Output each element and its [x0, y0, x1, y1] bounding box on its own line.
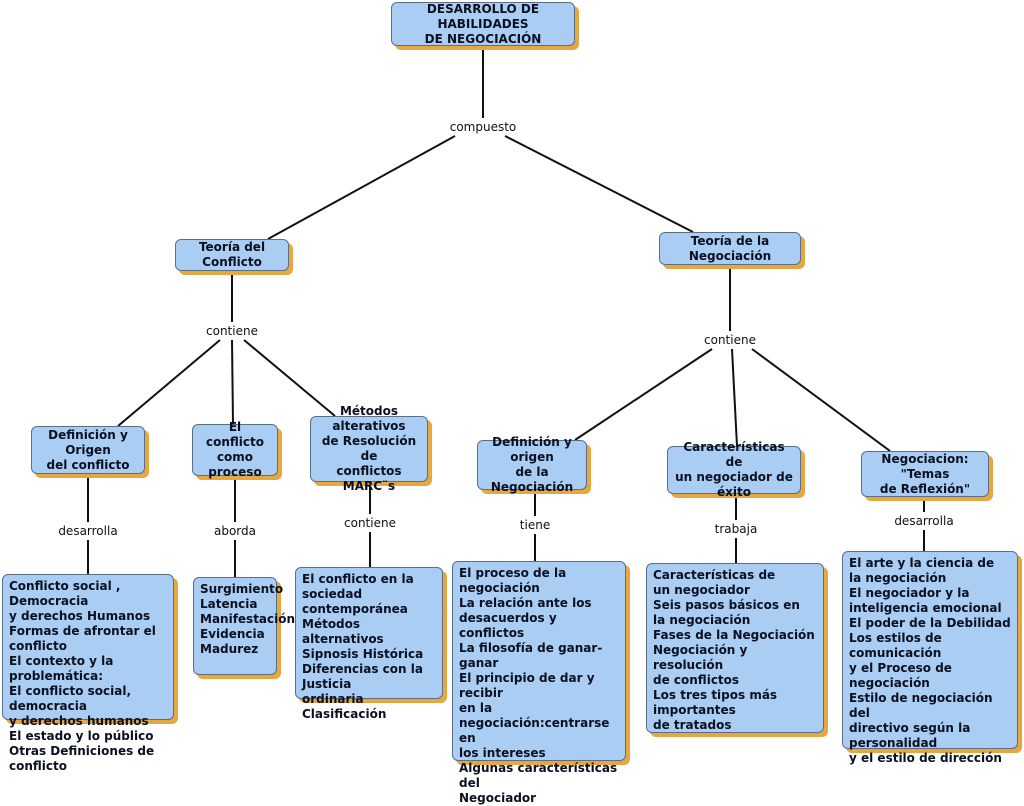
- topic-definicion-origen-negociacion-label: Definición y origen de la Negociación: [490, 435, 574, 494]
- topic-metodos-marcs-label: Métodos alterativos de Resolución de con…: [321, 404, 417, 493]
- branch-teoria-negociacion[interactable]: Teoría de la Negociación: [659, 232, 801, 265]
- topic-caracteristicas-negociador-label: Características de un negociador de éxit…: [675, 440, 793, 499]
- topic-definicion-origen-negociacion[interactable]: Definición y origen de la Negociación: [477, 435, 587, 494]
- detail-conflicto-proceso[interactable]: Surgimiento Latencia Manifestación Evide…: [193, 577, 295, 675]
- topic-metodos-marcs[interactable]: Métodos alterativos de Resolución de con…: [310, 404, 428, 493]
- link-label-desarrolla-origen: desarrolla: [56, 524, 120, 538]
- topic-temas-reflexion[interactable]: Negociacion: "Temas de Reflexión": [861, 451, 989, 497]
- branch-teoria-conflicto-label: Teoría del Conflicto: [198, 240, 266, 269]
- detail-metodos-marcs[interactable]: El conflicto en la sociedad contemporáne…: [295, 567, 443, 721]
- connector-lines: [87, 47, 925, 577]
- topic-caracteristicas-negociador[interactable]: Características de un negociador de éxit…: [667, 440, 801, 499]
- link-label-contiene-conflicto: contiene: [204, 324, 260, 338]
- topic-temas-reflexion-label: Negociacion: "Temas de Reflexión": [879, 451, 971, 496]
- detail-caracteristicas-negociador-text: Características de un negociador Seis pa…: [653, 568, 815, 732]
- detail-definicion-origen-conflicto-text: Conflicto social , Democracia y derechos…: [9, 579, 156, 773]
- topic-definicion-origen-conflicto-label: Definición y Origen del conflicto: [46, 427, 130, 472]
- detail-definicion-origen-negociacion[interactable]: El proceso de la negociación La relación…: [452, 561, 626, 805]
- detail-definicion-origen-negociacion-text: El proceso de la negociación La relación…: [459, 566, 618, 805]
- link-label-compuesto: compuesto: [447, 120, 519, 134]
- link-label-contiene-negociacion: contiene: [702, 333, 758, 347]
- detail-temas-reflexion-text: El arte y la ciencia de la negociación E…: [849, 556, 1011, 765]
- link-label-desarrolla-temas: desarrolla: [892, 514, 956, 528]
- topic-conflicto-proceso-label: El conflicto como proceso: [205, 420, 264, 479]
- topic-definicion-origen-conflicto[interactable]: Definición y Origen del conflicto: [31, 426, 145, 474]
- link-label-trabaja: trabaja: [712, 522, 760, 536]
- link-label-contiene-marcs: contiene: [342, 516, 398, 530]
- detail-caracteristicas-negociador[interactable]: Características de un negociador Seis pa…: [646, 563, 824, 733]
- link-label-aborda: aborda: [211, 524, 259, 538]
- detail-temas-reflexion[interactable]: El arte y la ciencia de la negociación E…: [842, 551, 1018, 765]
- link-label-tiene: tiene: [517, 518, 553, 532]
- detail-definicion-origen-conflicto[interactable]: Conflicto social , Democracia y derechos…: [2, 574, 174, 773]
- detail-conflicto-proceso-text: Surgimiento Latencia Manifestación Evide…: [200, 582, 296, 656]
- root-node-label: DESARROLLO DE HABILIDADES DE NEGOCIACIÓN: [424, 1, 542, 46]
- topic-conflicto-proceso[interactable]: El conflicto como proceso: [192, 420, 278, 479]
- detail-metodos-marcs-text: El conflicto en la sociedad contemporáne…: [302, 572, 424, 721]
- branch-teoria-conflicto[interactable]: Teoría del Conflicto: [175, 239, 289, 271]
- branch-teoria-negociacion-label: Teoría de la Negociación: [688, 233, 772, 263]
- root-node[interactable]: DESARROLLO DE HABILIDADES DE NEGOCIACIÓN: [391, 2, 575, 46]
